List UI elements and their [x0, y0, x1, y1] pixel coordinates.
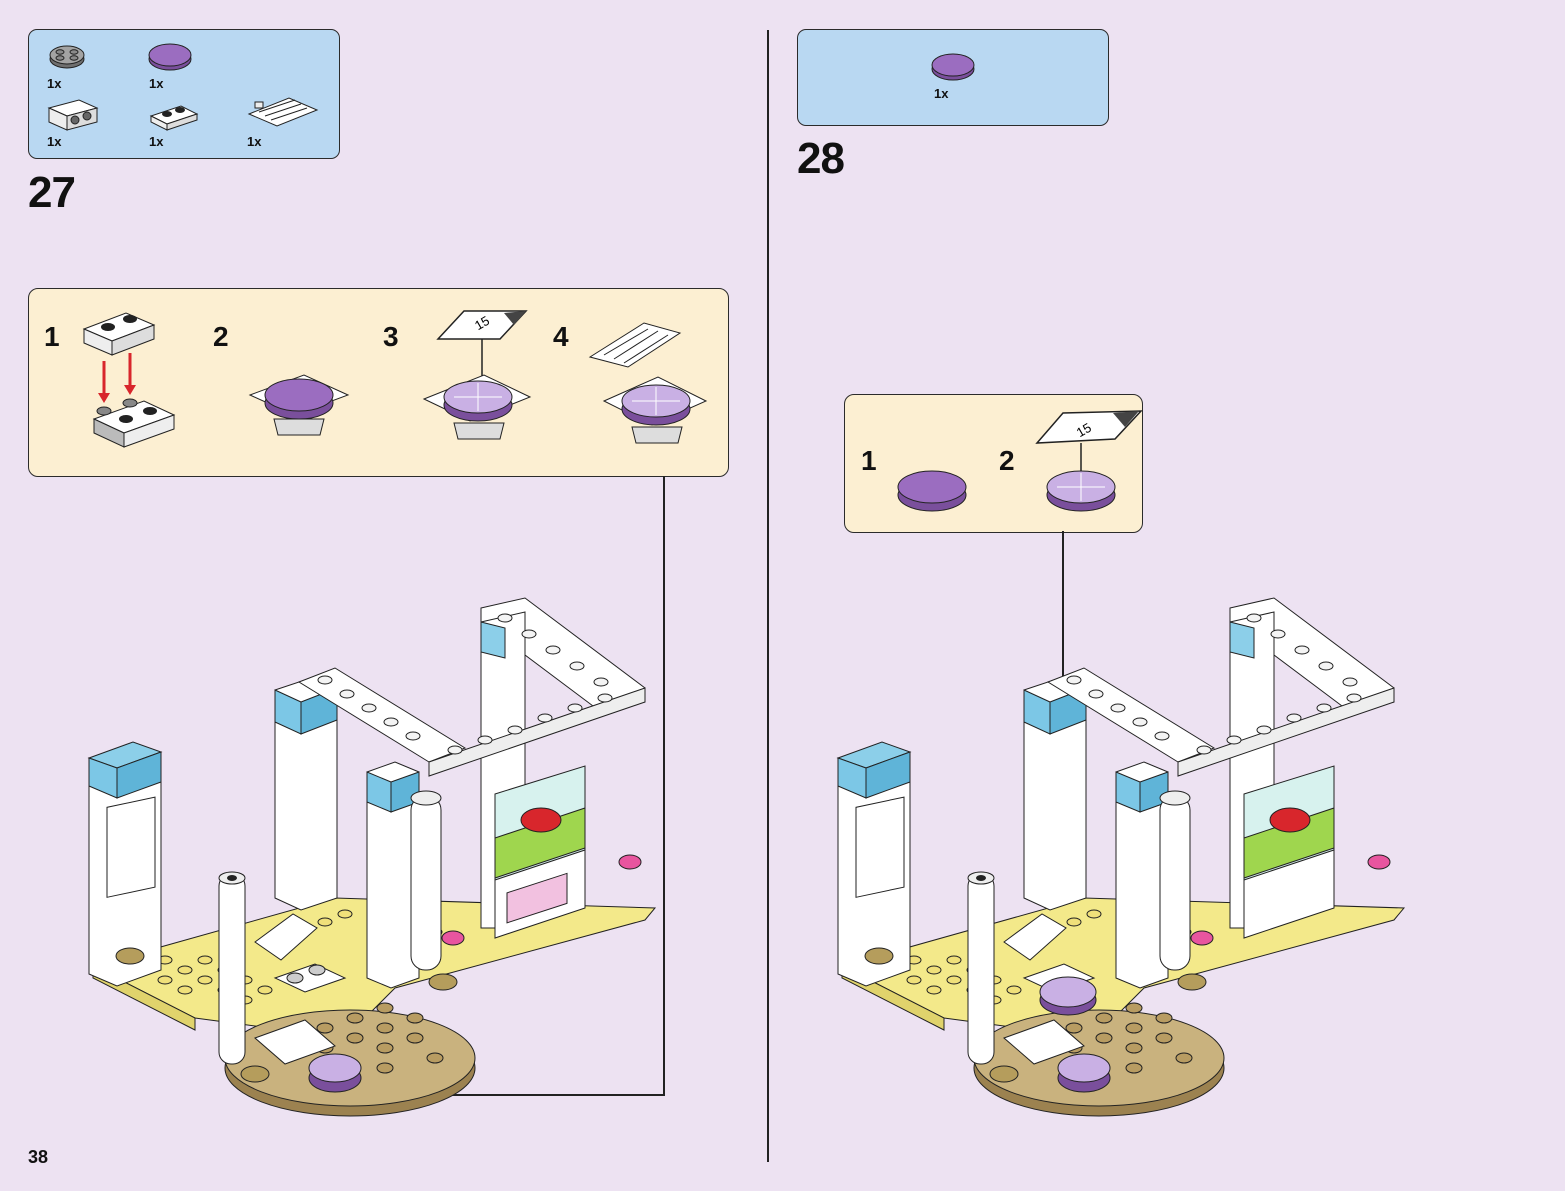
white-chair-back-icon — [247, 97, 319, 127]
tag-number: 15 — [472, 313, 492, 333]
substep-1-illustration — [82, 312, 176, 448]
white-bracket-icon — [47, 99, 99, 131]
substep-number: 1 — [861, 445, 877, 476]
substep-1-illustration — [897, 470, 967, 512]
main-model-step-27 — [87, 597, 657, 1117]
part-qty: 1x — [47, 76, 62, 91]
part-qty: 1x — [149, 134, 164, 149]
substep-number: 2 — [213, 321, 229, 352]
step-number: 28 — [797, 134, 845, 183]
substep-2-illustration — [248, 374, 350, 436]
subassembly-box-step-28: 1 2 15 — [844, 394, 1143, 533]
substep-number: 1 — [44, 321, 60, 352]
page-number: 38 — [28, 1147, 49, 1167]
step-number: 27 — [28, 168, 76, 217]
substep-2-illustration: 15 — [1035, 410, 1143, 512]
substep-number: 3 — [383, 321, 399, 352]
substep-number: 4 — [553, 321, 569, 352]
part-qty: 1x — [149, 76, 164, 91]
white-plate-1x2-icon — [149, 105, 199, 131]
tag-number: 15 — [1074, 420, 1094, 440]
subassembly-box-step-27: 1 2 3 4 15 — [28, 288, 729, 477]
main-model-step-28 — [836, 597, 1406, 1117]
substep-4-illustration — [588, 322, 708, 444]
part-qty: 1x — [934, 86, 949, 101]
substep-number: 2 — [999, 445, 1015, 476]
parts-list-step-28: 1x — [797, 29, 1109, 126]
substep-3-illustration: 15 — [422, 310, 532, 440]
part-qty: 1x — [247, 134, 262, 149]
lavender-round-tile-icon — [931, 53, 975, 81]
page-divider — [767, 30, 769, 1162]
parts-list-step-27: 1x 1x 1x 1x 1x — [28, 29, 340, 159]
lavender-round-tile-icon — [148, 43, 192, 71]
part-qty: 1x — [47, 134, 62, 149]
gray-round-plate-icon — [49, 45, 85, 69]
